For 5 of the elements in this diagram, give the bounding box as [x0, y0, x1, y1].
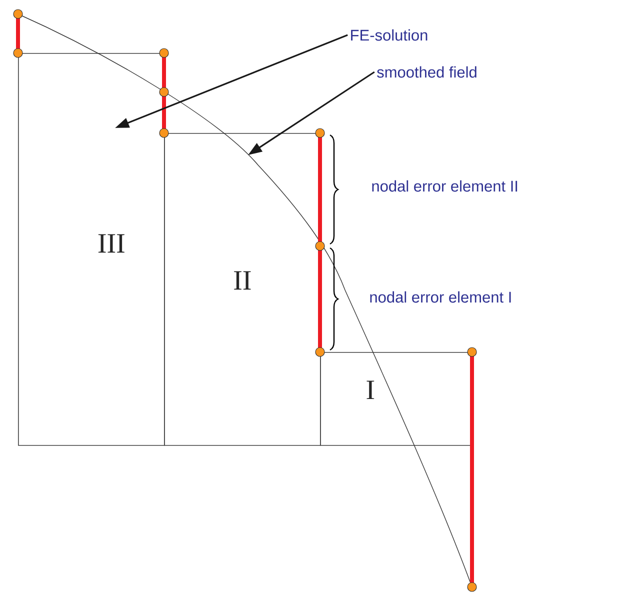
label-text: nodal error element II: [372, 180, 518, 192]
label-text: nodal error element I: [370, 291, 511, 303]
callout-text: smoothed field: [377, 66, 476, 78]
callout-text: FE-solution: [351, 29, 428, 41]
element-box: III: [18, 53, 165, 446]
